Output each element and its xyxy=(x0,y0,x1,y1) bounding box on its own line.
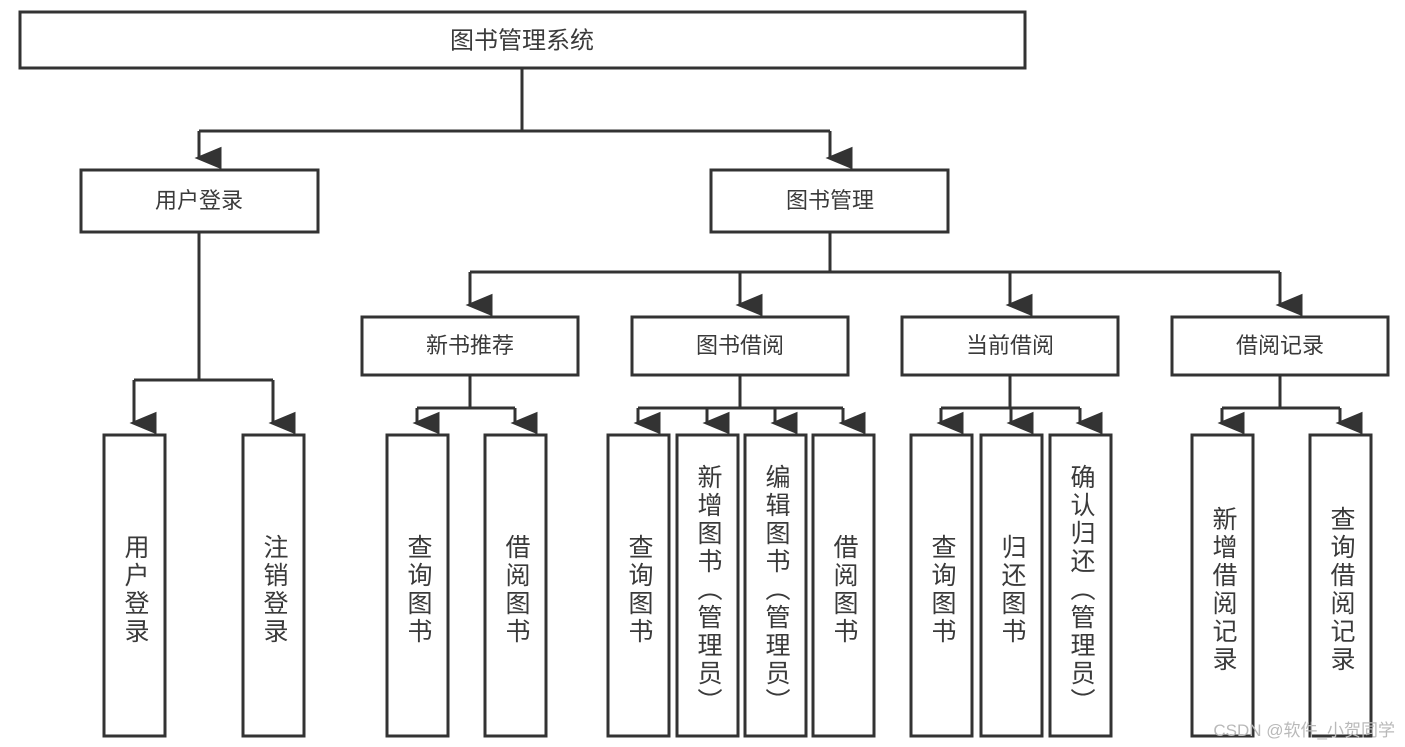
connector-currentborrow-to-leaves xyxy=(936,375,1103,435)
node-borrow-record-label: 借阅记录 xyxy=(1236,333,1324,358)
connector-root-to-level2 xyxy=(194,68,853,170)
leaf-borrow-book-1[interactable] xyxy=(483,433,548,738)
node-user-login-label: 用户登录 xyxy=(155,188,243,213)
node-new-book-recommend-label: 新书推荐 xyxy=(426,333,514,358)
leaf-query-book-3[interactable] xyxy=(909,433,974,738)
leaf-user-login[interactable] xyxy=(102,433,167,738)
leaf-logout[interactable] xyxy=(241,433,306,738)
node-root-label: 图书管理系统 xyxy=(450,27,594,54)
leaf-add-record[interactable] xyxy=(1190,433,1255,738)
node-borrow-record[interactable]: 借阅记录 xyxy=(1170,315,1390,377)
leaf-node-group xyxy=(102,433,1373,738)
connector-newbook-to-leaves xyxy=(412,375,538,435)
node-root[interactable]: 图书管理系统 xyxy=(18,10,1027,70)
leaf-query-book-1[interactable] xyxy=(385,433,450,738)
node-book-borrow-label: 图书借阅 xyxy=(696,333,784,358)
connector-bookmanage-to-level3 xyxy=(465,232,1303,317)
leaf-edit-book[interactable] xyxy=(743,433,808,738)
watermark: CSDN @软件_小贺同学 xyxy=(1213,721,1395,740)
node-current-borrow[interactable]: 当前借阅 xyxy=(900,315,1120,377)
node-book-borrow[interactable]: 图书借阅 xyxy=(630,315,850,377)
node-book-manage-label: 图书管理 xyxy=(786,188,874,213)
leaf-add-book[interactable] xyxy=(675,433,740,738)
node-new-book-recommend[interactable]: 新书推荐 xyxy=(360,315,580,377)
leaf-borrow-book-2[interactable] xyxy=(811,433,876,738)
leaf-return-book[interactable] xyxy=(979,433,1044,738)
leaf-query-record[interactable] xyxy=(1308,433,1373,738)
node-current-borrow-label: 当前借阅 xyxy=(966,333,1054,358)
leaf-query-book-2[interactable] xyxy=(606,433,671,738)
connector-borrowrecord-to-leaves xyxy=(1217,375,1363,435)
node-user-login[interactable]: 用户登录 xyxy=(79,168,320,234)
leaf-confirm-return[interactable] xyxy=(1048,433,1113,738)
node-book-manage[interactable]: 图书管理 xyxy=(709,168,950,234)
connector-bookborrow-to-leaves xyxy=(633,375,866,435)
connector-userlogin-to-leaves xyxy=(129,232,296,435)
